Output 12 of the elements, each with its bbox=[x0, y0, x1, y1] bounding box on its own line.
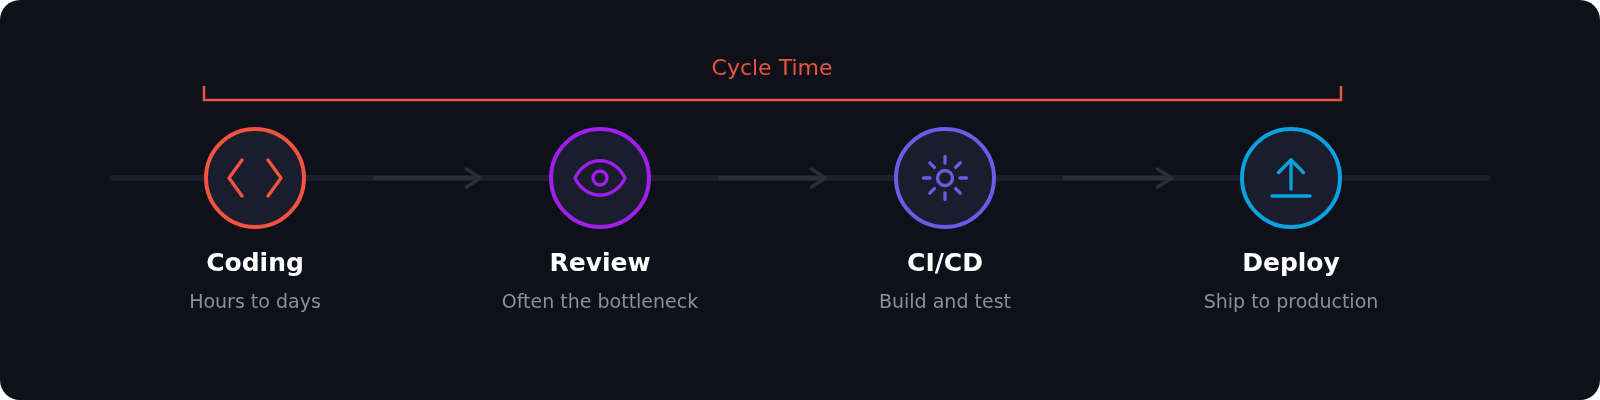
step-description: Often the bottleneck bbox=[501, 289, 699, 313]
step-title: CI/CD bbox=[907, 248, 983, 278]
arrow bbox=[718, 167, 828, 189]
bracket-label: Cycle Time bbox=[710, 55, 834, 81]
step-title: Review bbox=[549, 248, 651, 278]
step-description: Build and test bbox=[879, 289, 1011, 313]
arrow bbox=[373, 167, 483, 189]
step-description: Hours to days bbox=[189, 289, 321, 313]
step-description: Ship to production bbox=[1203, 289, 1379, 313]
step-title: Deploy bbox=[1242, 248, 1340, 278]
arrow bbox=[1063, 167, 1174, 189]
step-title: Coding bbox=[206, 248, 304, 278]
